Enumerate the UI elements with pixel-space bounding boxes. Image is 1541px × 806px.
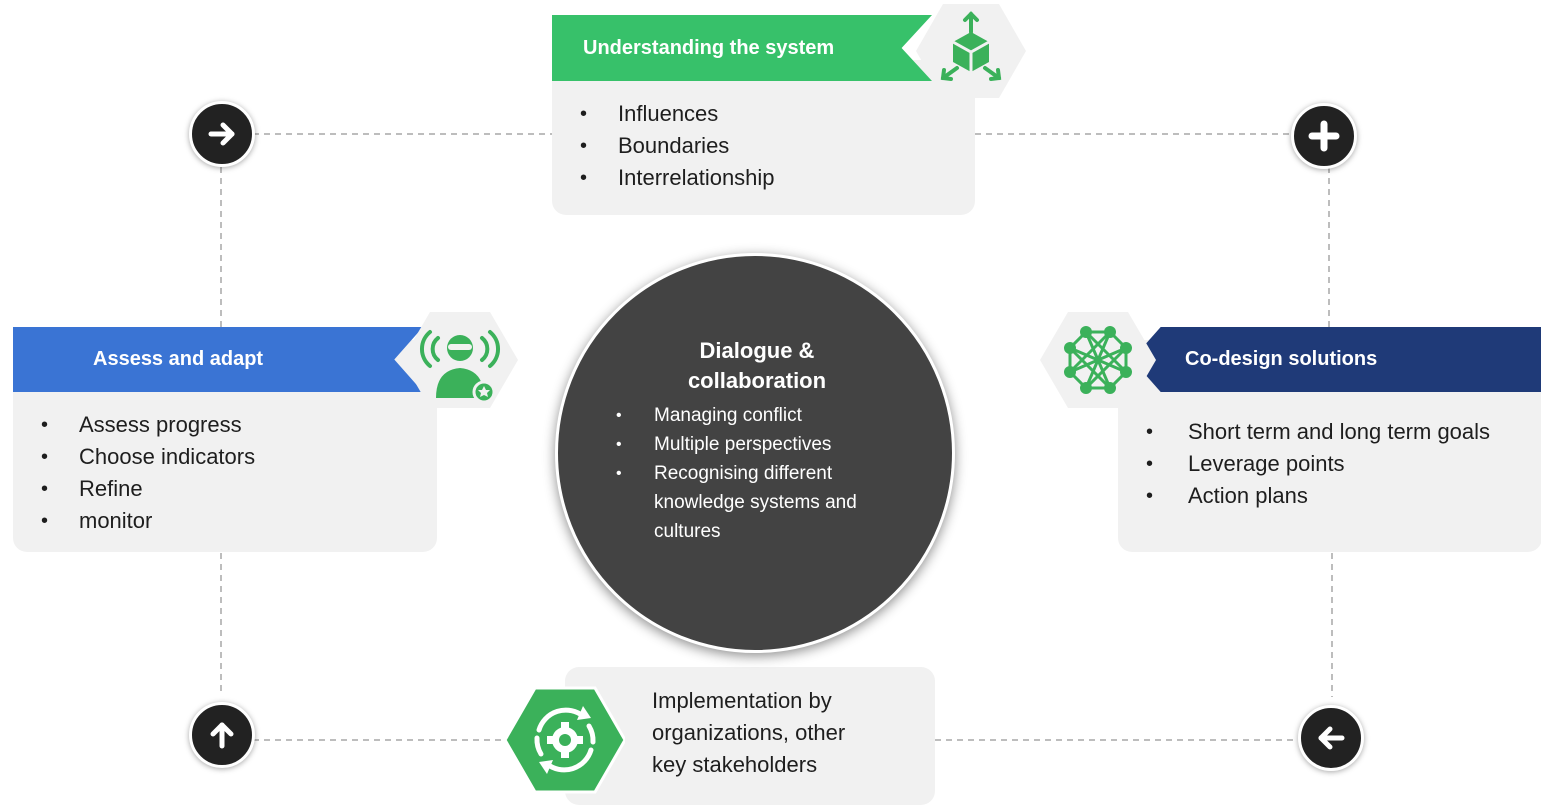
implementation-card: Implementation by organizations, other k… bbox=[565, 667, 935, 805]
dialogue-item-line: cultures bbox=[654, 521, 721, 542]
system-cube-icon bbox=[916, 4, 1026, 98]
dialogue-item: Multiple perspectives bbox=[614, 430, 904, 459]
assess-item: monitor bbox=[13, 505, 437, 537]
arrow-up-icon bbox=[189, 702, 255, 768]
person-broadcast-icon bbox=[402, 312, 518, 408]
network-icon bbox=[1040, 312, 1156, 408]
system-title: Understanding the system bbox=[583, 36, 835, 59]
dialogue-title-line: Dialogue & bbox=[699, 338, 815, 363]
assess-title: Assess and adapt bbox=[93, 348, 264, 370]
dialogue-item: Recognising different knowledge systems … bbox=[614, 459, 904, 546]
dialogue-list: Managing conflict Multiple perspectives … bbox=[614, 401, 904, 546]
system-card: Influences Boundaries Interrelationship bbox=[552, 60, 975, 215]
gear-cycle-icon bbox=[505, 686, 625, 794]
codesign-title: Co-design solutions bbox=[1185, 348, 1378, 370]
dialogue-title: Dialogue & collaboration bbox=[668, 336, 846, 396]
system-item: Boundaries bbox=[552, 130, 975, 162]
codesign-item: Short term and long term goals bbox=[1118, 416, 1541, 448]
dialogue-title-line: collaboration bbox=[687, 368, 827, 393]
dialogue-item-line: Recognising different bbox=[654, 463, 833, 484]
arrow-left-icon bbox=[1298, 705, 1364, 771]
plus-icon bbox=[1291, 103, 1357, 169]
implementation-line: organizations, other bbox=[652, 720, 846, 745]
assess-item: Choose indicators bbox=[13, 441, 437, 473]
implementation-text: Implementation by organizations, other k… bbox=[652, 685, 845, 781]
dialogue-item-line: knowledge systems and bbox=[654, 492, 857, 513]
dialogue-item: Managing conflict bbox=[614, 401, 904, 430]
arrow-right-icon bbox=[189, 101, 255, 167]
assess-item: Assess progress bbox=[13, 409, 437, 441]
codesign-header: Co-design solutions bbox=[1132, 327, 1541, 392]
codesign-item: Leverage points bbox=[1118, 448, 1541, 480]
dialogue-circle: Dialogue & collaboration Managing confli… bbox=[555, 253, 955, 653]
assess-header: Assess and adapt bbox=[13, 327, 423, 392]
implementation-line: Implementation by bbox=[652, 688, 832, 713]
codesign-item: Action plans bbox=[1118, 480, 1541, 512]
system-header: Understanding the system bbox=[552, 15, 932, 81]
system-item: Influences bbox=[552, 98, 975, 130]
system-item: Interrelationship bbox=[552, 162, 975, 194]
implementation-line: key stakeholders bbox=[652, 752, 818, 777]
assess-item: Refine bbox=[13, 473, 437, 505]
